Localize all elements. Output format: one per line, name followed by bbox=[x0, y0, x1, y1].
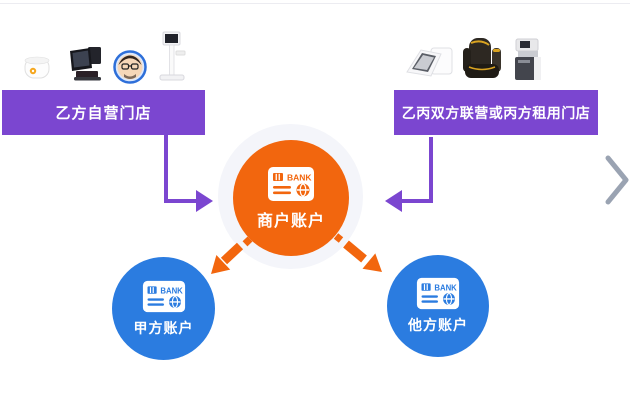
kiosk-stand-icon bbox=[156, 31, 188, 89]
merchant-to-other-shaft bbox=[343, 240, 367, 263]
merchant-account-label: 商户账户 bbox=[256, 212, 325, 230]
party-a-account-label: 甲方账户 bbox=[133, 319, 194, 336]
bank-card-label: BANK bbox=[287, 172, 312, 182]
carousel-next-button[interactable] bbox=[601, 150, 630, 210]
bank-card-icon: BANK bbox=[268, 166, 314, 201]
merchant-to-other-arrowhead bbox=[362, 253, 382, 272]
store-banner-left-label: 乙方自营门店 bbox=[55, 105, 152, 122]
other-party-account-label: 他方账户 bbox=[408, 317, 468, 333]
bank-card-icon: BANK bbox=[416, 277, 460, 310]
top-divider bbox=[0, 3, 630, 4]
bank-card-label: BANK bbox=[434, 283, 457, 292]
right-connector-arrowhead bbox=[385, 190, 402, 212]
massage-chair-icon bbox=[459, 36, 505, 89]
merchant-to-party-a-stub bbox=[242, 236, 253, 247]
store-banner-left: 乙方自营门店 bbox=[2, 90, 205, 135]
chevron-right-icon bbox=[605, 155, 629, 205]
left-connector-line bbox=[164, 135, 197, 203]
foot-massager-icon bbox=[405, 42, 455, 87]
left-connector-arrowhead bbox=[196, 190, 213, 212]
right-connector-line bbox=[401, 137, 433, 203]
bank-card-icon: BANK bbox=[142, 280, 185, 312]
person-avatar bbox=[113, 50, 147, 89]
store-banner-right-label: 乙丙双方联营或丙方租用门店 bbox=[401, 104, 591, 121]
merchant-to-party-a-arrowhead bbox=[211, 255, 231, 274]
merchant-account-node: BANK 商户账户 bbox=[233, 140, 349, 256]
party-a-account-node: BANK 甲方账户 bbox=[112, 257, 215, 360]
smart-speaker-icon bbox=[22, 54, 52, 87]
vending-kiosk-icon bbox=[510, 38, 546, 89]
other-party-account-node: BANK 他方账户 bbox=[387, 255, 489, 357]
pos-terminal-icon bbox=[66, 44, 106, 89]
merchant-to-other-stub bbox=[333, 233, 344, 243]
bank-card-label: BANK bbox=[160, 286, 183, 295]
store-banner-right: 乙丙双方联营或丙方租用门店 bbox=[394, 90, 598, 135]
merchant-to-party-a-shaft bbox=[220, 242, 244, 265]
